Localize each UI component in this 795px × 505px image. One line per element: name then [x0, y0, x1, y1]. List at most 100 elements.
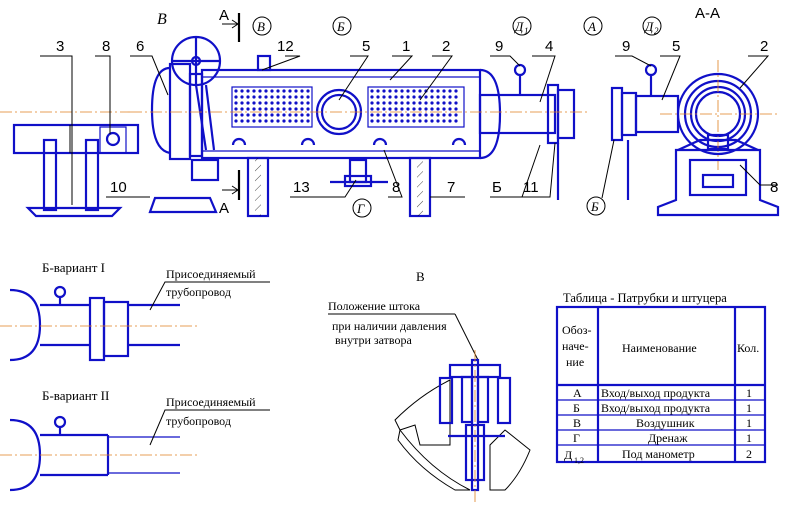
perforation-hole	[240, 107, 244, 111]
perforation-hole	[282, 119, 286, 123]
perforation-hole	[436, 89, 440, 93]
perforation-hole	[234, 119, 238, 123]
perforation-hole	[418, 95, 422, 99]
perforation-hole	[448, 107, 452, 111]
perforation-hole	[264, 101, 268, 105]
perforation-hole	[252, 113, 256, 117]
section-callout-2: 2	[760, 38, 768, 55]
svg-text:1: 1	[746, 431, 752, 445]
perforation-hole	[264, 89, 268, 93]
perforation-hole	[388, 95, 392, 99]
callout-5: 5	[362, 38, 370, 55]
perforation-hole	[300, 119, 304, 123]
perforation-hole	[382, 101, 386, 105]
perforation-hole	[394, 101, 398, 105]
perforation-hole	[252, 107, 256, 111]
th-qty: Кол.	[737, 341, 759, 355]
callout-b: Б	[492, 179, 502, 196]
svg-text:1: 1	[746, 416, 752, 430]
perforation-hole	[388, 113, 392, 117]
perforation-hole	[412, 113, 416, 117]
perforation-hole	[258, 89, 262, 93]
th-code-l3: ние	[566, 355, 584, 369]
perforation-hole	[454, 101, 458, 105]
perforation-hole	[234, 101, 238, 105]
perforation-hole	[454, 107, 458, 111]
perforation-hole	[288, 101, 292, 105]
perforation-hole	[406, 107, 410, 111]
perforation-hole	[288, 89, 292, 93]
perforation-hole	[418, 89, 422, 93]
variant-2: Б-вариант II Присоединяемый трубопровод	[0, 388, 270, 492]
perforation-hole	[430, 107, 434, 111]
perforation-hole	[264, 113, 268, 117]
perforation-hole	[234, 89, 238, 93]
perforation-hole	[430, 89, 434, 93]
perforation-hole	[436, 107, 440, 111]
svg-text:Вход/выход продукта: Вход/выход продукта	[601, 386, 711, 400]
perforation-hole	[424, 101, 428, 105]
perforation-hole	[382, 113, 386, 117]
perforation-hole	[288, 113, 292, 117]
table-row: А Вход/выход продукта 1	[573, 386, 752, 400]
perforation-hole	[382, 95, 386, 99]
perforation-hole	[394, 119, 398, 123]
perforation-hole	[270, 95, 274, 99]
perforation-hole	[400, 89, 404, 93]
section-callout-8: 8	[770, 179, 778, 196]
callout-10: 10	[110, 179, 127, 196]
perforation-hole	[276, 89, 280, 93]
perforation-hole	[276, 95, 280, 99]
perforation-hole	[258, 113, 262, 117]
perforation-hole	[282, 89, 286, 93]
perforation-hole	[430, 119, 434, 123]
perforation-hole	[288, 119, 292, 123]
perforation-hole	[252, 119, 256, 123]
svg-text:1,2: 1,2	[574, 456, 584, 465]
svg-text:Воздушник: Воздушник	[636, 416, 695, 430]
table-row: Б Вход/выход продукта 1	[573, 401, 752, 415]
perforation-hole	[246, 95, 250, 99]
perforation-hole	[424, 95, 428, 99]
perforation-hole	[442, 101, 446, 105]
perforation-hole	[240, 95, 244, 99]
perforation-hole	[288, 107, 292, 111]
perforation-hole	[454, 89, 458, 93]
section-title: А-А	[695, 5, 720, 22]
callout-2: 2	[442, 38, 450, 55]
perforation-hole	[394, 113, 398, 117]
perforation-hole	[240, 89, 244, 93]
perforation-hole	[306, 119, 310, 123]
perforation-hole	[282, 101, 286, 105]
perforation-hole	[258, 107, 262, 111]
perforation-hole	[294, 95, 298, 99]
perforation-hole	[246, 113, 250, 117]
perforation-hole	[276, 101, 280, 105]
detail-v: В Положение штока при наличии давления в…	[328, 269, 531, 505]
table-row: Д 1,2 Под манометр 2	[564, 447, 752, 465]
perforation-hole	[252, 89, 256, 93]
perforation-hole	[240, 101, 244, 105]
svg-text:1: 1	[524, 26, 529, 36]
perforation-hole	[234, 95, 238, 99]
perforation-hole	[288, 95, 292, 99]
perforation-hole	[376, 113, 380, 117]
vessel-head	[150, 66, 171, 155]
perforation-hole	[394, 89, 398, 93]
perforation-hole	[270, 107, 274, 111]
perforation-hole	[436, 119, 440, 123]
svg-text:Д: Д	[564, 448, 572, 462]
perforation-hole	[294, 89, 298, 93]
perforation-hole	[282, 113, 286, 117]
detail-note1: Положение штока	[328, 299, 421, 313]
perforation-hole	[246, 101, 250, 105]
nozzle-table: Таблица - Патрубки и штуцера Обоз- наче-…	[555, 291, 767, 465]
perforation-hole	[234, 113, 238, 117]
perforation-hole	[370, 89, 374, 93]
perforation-hole	[424, 119, 428, 123]
perforation-hole	[300, 113, 304, 117]
svg-text:Б: Б	[590, 199, 599, 214]
perforation-hole	[448, 101, 452, 105]
perforation-hole	[448, 89, 452, 93]
